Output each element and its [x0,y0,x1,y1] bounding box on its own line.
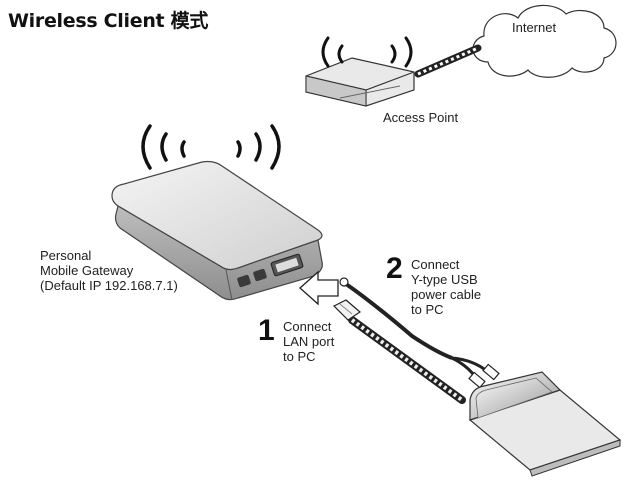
step-1-label: Connect LAN port to PC [283,319,334,364]
lan-cable-icon [332,299,466,404]
step-2-line: Y-type USB [411,272,478,287]
gateway-label: Personal Mobile Gateway (Default IP 192.… [40,248,178,293]
gateway-label-line: Mobile Gateway [40,263,134,278]
internet-label: Internet [512,20,557,35]
access-point-label: Access Point [383,110,459,125]
gateway-wireless-waves-icon [141,124,281,170]
gateway-label-line: Personal [40,248,92,263]
access-point-icon [305,57,415,107]
arrow-icon [299,270,339,306]
step-2-line: to PC [411,302,444,317]
gateway-label-line: (Default IP 192.168.7.1) [40,278,178,293]
laptop-icon [468,371,622,477]
step-1-line: LAN port [283,334,335,349]
ap-cable-icon [414,44,482,78]
step-2-line: power cable [411,287,482,302]
step-1-number: 1 [258,314,275,347]
usb-cable-icon [339,277,500,389]
cloud-icon [472,4,617,78]
ap-wireless-waves-icon [321,36,413,68]
page-title: Wireless Client 模式 [8,10,209,32]
step-2-number: 2 [386,252,403,285]
step-2-line: Connect [411,257,460,272]
step-1-line: Connect [283,319,332,334]
step-2-label: Connect Y-type USB power cable to PC [411,257,481,317]
step-1-line: to PC [283,349,316,364]
